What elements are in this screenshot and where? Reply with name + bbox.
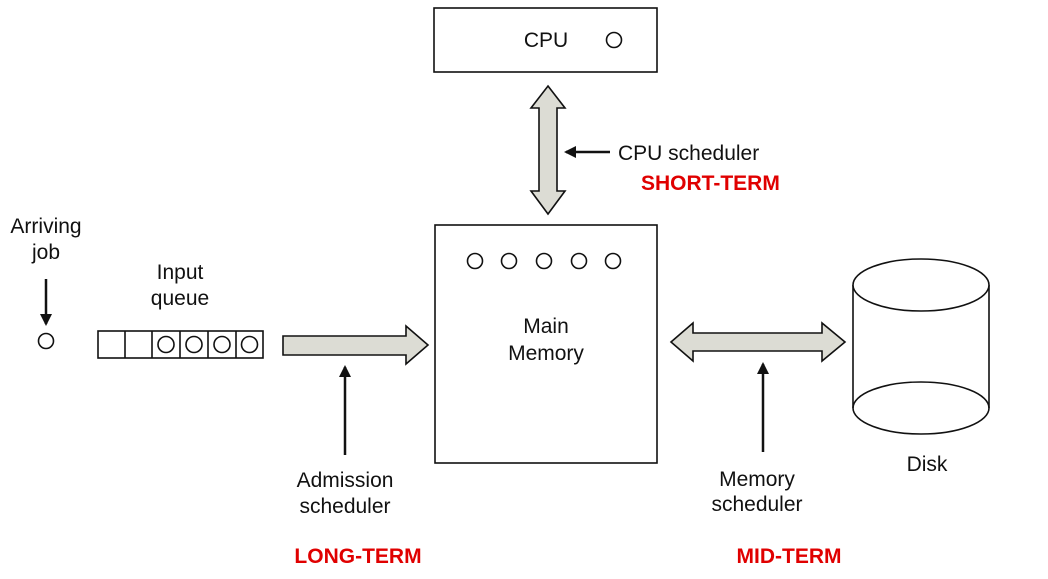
disk-label: Disk bbox=[907, 453, 948, 476]
queued-job-circle bbox=[157, 335, 175, 354]
memory-process-circle bbox=[570, 252, 588, 270]
arriving-label-line2: job bbox=[31, 241, 60, 264]
cpu-label: CPU bbox=[524, 29, 568, 52]
disk-cylinder bbox=[852, 258, 990, 435]
queued-job-circle bbox=[213, 335, 231, 354]
cpu-box: CPU bbox=[433, 7, 658, 73]
arriving-job-circle bbox=[37, 332, 55, 350]
memory-process-circle bbox=[466, 252, 484, 270]
main-memory-label-line2: Memory bbox=[508, 342, 584, 365]
queued-job-circle bbox=[185, 335, 203, 354]
short-term-label: SHORT-TERM bbox=[641, 172, 780, 195]
memory-scheduler-label-line2: scheduler bbox=[711, 493, 802, 516]
admission-block-arrow bbox=[282, 324, 430, 366]
admission-label-line1: Admission bbox=[297, 469, 394, 492]
memory-process-circle bbox=[500, 252, 518, 270]
cpu-scheduler-label: CPU scheduler bbox=[618, 142, 759, 165]
arriving-label-line1: Arriving bbox=[10, 215, 81, 238]
admission-label-line2: scheduler bbox=[299, 495, 390, 518]
memory-process-circle bbox=[604, 252, 622, 270]
input-queue bbox=[97, 330, 264, 359]
memory-scheduler-label-line1: Memory bbox=[719, 468, 795, 491]
queued-job-circle bbox=[240, 335, 259, 354]
input-queue-label-line2: queue bbox=[151, 287, 209, 310]
input-queue-label-line1: Input bbox=[157, 261, 204, 284]
main-memory-box: Main Memory bbox=[434, 224, 658, 464]
swap-double-arrow bbox=[669, 321, 847, 363]
cpu-process-circle bbox=[605, 31, 623, 49]
memory-process-circle bbox=[535, 252, 553, 270]
cpu-memory-double-arrow bbox=[529, 84, 567, 216]
long-term-label: LONG-TERM bbox=[294, 545, 421, 568]
mid-term-label: MID-TERM bbox=[737, 545, 842, 568]
main-memory-label-line1: Main bbox=[523, 315, 569, 338]
